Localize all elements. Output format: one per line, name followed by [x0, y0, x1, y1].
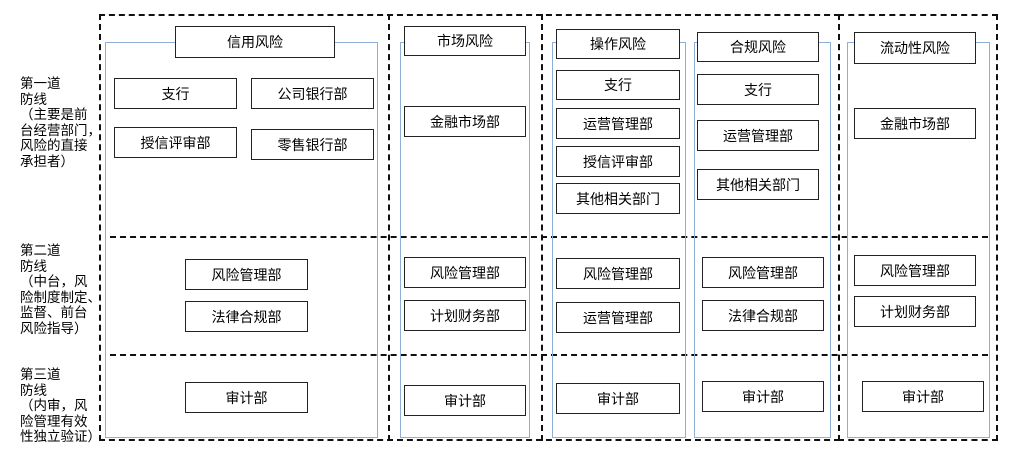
liquidity-risk-column	[847, 42, 990, 438]
market-planning-finance-box: 计划财务部	[404, 300, 526, 331]
defense-line-separator-1	[110, 236, 988, 238]
credit-corporate-banking-box: 公司银行部	[251, 78, 374, 109]
operational-branch-box: 支行	[556, 70, 680, 100]
operational-operations-management-l2-box: 运营管理部	[556, 302, 680, 333]
operational-risk-column	[552, 42, 686, 438]
defense-line-separator-2	[110, 354, 988, 356]
market-risk-column	[400, 42, 530, 438]
market-risk-management-box: 风险管理部	[404, 257, 526, 288]
credit-legal-compliance-box: 法律合规部	[185, 301, 308, 332]
credit-retail-banking-box: 零售银行部	[251, 129, 374, 160]
operational-audit-box: 审计部	[556, 383, 680, 414]
operational-other-departments-box: 其他相关部门	[556, 183, 680, 214]
credit-risk-management-box: 风险管理部	[185, 259, 308, 290]
third-line-of-defense-label: 第三道 防线 （内审，风 险管理有效 性独立验证）	[20, 367, 101, 445]
compliance-legal-compliance-box: 法律合规部	[702, 300, 824, 331]
section-divider-credit-market	[388, 14, 390, 441]
liquidity-planning-finance-box: 计划财务部	[854, 296, 976, 327]
operational-risk-management-box: 风险管理部	[556, 258, 680, 289]
operational-risk-title: 操作风险	[556, 29, 680, 59]
liquidity-audit-box: 审计部	[862, 381, 984, 412]
credit-risk-title: 信用风险	[175, 26, 335, 58]
compliance-risk-title: 合规风险	[697, 32, 819, 62]
first-line-of-defense-label: 第一道 防线 （主要是前 台经营部门， 风险的直接 承担者）	[20, 76, 101, 170]
credit-audit-box: 审计部	[185, 382, 308, 413]
compliance-risk-management-box: 风险管理部	[702, 257, 824, 288]
second-line-of-defense-label: 第二道 防线 （中台，风 险制度制定、 监督、前台 风险指导）	[20, 243, 101, 337]
compliance-other-departments-box: 其他相关部门	[697, 169, 819, 200]
operational-operations-management-box: 运营管理部	[556, 108, 680, 139]
section-divider-market-operational	[541, 14, 543, 441]
compliance-branch-box: 支行	[697, 74, 819, 105]
market-risk-title: 市场风险	[404, 26, 526, 56]
credit-branch-box: 支行	[114, 78, 237, 109]
liquidity-risk-title: 流动性风险	[854, 32, 976, 64]
credit-credit-review-box: 授信评审部	[114, 127, 237, 158]
outer-frame-right	[838, 14, 998, 441]
liquidity-financial-markets-box: 金融市场部	[854, 108, 976, 139]
operational-credit-review-box: 授信评审部	[556, 146, 680, 177]
liquidity-risk-management-box: 风险管理部	[854, 255, 976, 286]
compliance-operations-management-box: 运营管理部	[697, 120, 819, 151]
market-financial-markets-box: 金融市场部	[404, 106, 526, 137]
market-audit-box: 审计部	[404, 385, 526, 416]
compliance-audit-box: 审计部	[702, 381, 824, 412]
